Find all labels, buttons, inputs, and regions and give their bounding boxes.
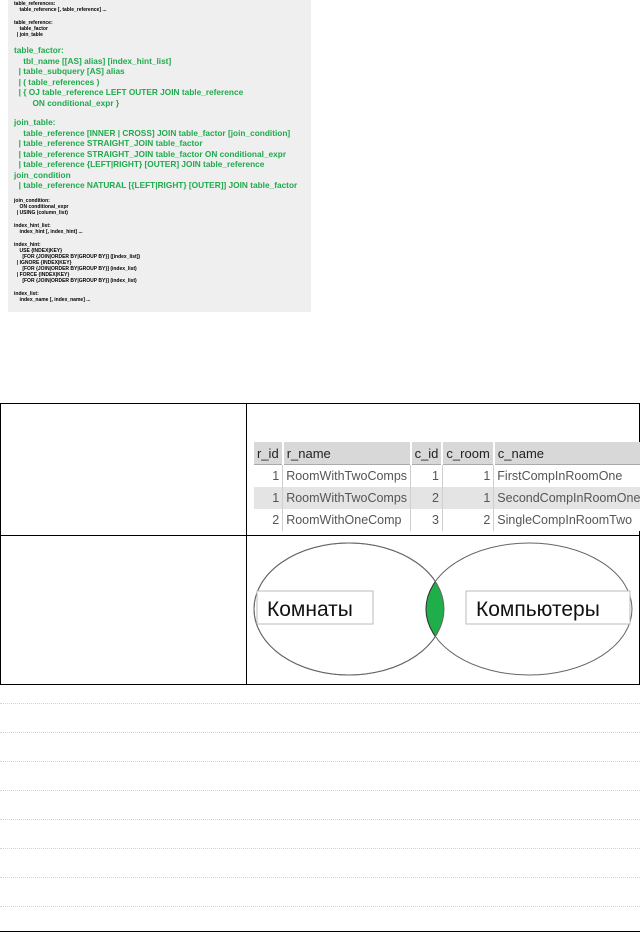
grammar-line: table_factor — [14, 26, 48, 32]
grammar-line: index_hint: — [14, 241, 41, 248]
grammar-line: [FOR {JOIN|ORDER BY|GROUP BY}] ([index_l… — [14, 253, 141, 260]
table-cell: 2 — [410, 487, 443, 509]
grammar-line: index_name [, index_name] ... — [14, 296, 91, 303]
table-row: 1 RoomWithTwoComps 2 1 SecondCompInRoomO… — [254, 487, 640, 509]
table-cell: 1 — [254, 464, 284, 487]
table-cell: SecondCompInRoomOne — [493, 487, 640, 509]
table-cell: 2 — [254, 509, 284, 531]
column-header: c_room — [442, 442, 495, 465]
table-cell: 3 — [410, 509, 443, 531]
grammar-line: | join_table — [14, 32, 43, 38]
grammar-line: | table_subquery [AS] alias — [14, 66, 125, 76]
grammar-line: | ( table_references ) — [14, 76, 100, 87]
grammar-line: index_hint_list: — [14, 222, 51, 229]
grammar-line: index_list: — [14, 290, 39, 297]
grammar-line: | table_reference STRAIGHT_JOIN table_fa… — [14, 148, 287, 159]
grammar-line: | USING (column_list) — [14, 209, 68, 216]
grammar-line — [14, 236, 311, 243]
table-cell: 2 — [442, 509, 495, 531]
venn-diagram: Комнаты Компьютеры — [253, 542, 633, 676]
grammar-line — [14, 14, 311, 21]
grammar-line: | table_reference STRAIGHT_JOIN table_fa… — [14, 138, 203, 148]
grammar-line: join_condition — [14, 169, 71, 180]
grammar-line: table_reference [INNER | CROSS] JOIN tab… — [14, 127, 291, 138]
grammar-line — [14, 109, 311, 118]
grammar-line: join_condition: — [14, 197, 50, 204]
grammar-line: | FORCE {INDEX|KEY} — [14, 271, 70, 278]
join-illustration-table: r_id r_name c_id c_room c_name 1 RoomWit… — [0, 402, 640, 685]
grammar-line: ON conditional_expr } — [14, 97, 120, 108]
ruled-line — [0, 819, 640, 820]
table-cell: RoomWithTwoComps — [282, 464, 412, 487]
column-header: c_name — [493, 442, 640, 465]
ruled-line — [0, 790, 640, 791]
grammar-line — [14, 285, 311, 292]
grammar-line: index_hint [, index_hint] ... — [14, 228, 83, 235]
page-bottom-rule — [0, 931, 640, 932]
grammar-line: ON conditional_expr — [14, 203, 69, 210]
grammar-line: [FOR {JOIN|ORDER BY|GROUP BY}] (index_li… — [14, 265, 137, 272]
grammar-line — [14, 192, 311, 199]
empty-cell-bottom — [0, 535, 247, 685]
ruled-line — [0, 848, 640, 849]
table-cell: 1 — [442, 464, 495, 487]
table-cell: RoomWithTwoComps — [282, 487, 412, 509]
venn-diagram-cell: Комнаты Компьютеры — [246, 535, 640, 685]
ruled-line — [0, 877, 640, 878]
ruled-line — [0, 761, 640, 762]
query-result-table: r_id r_name c_id c_room c_name 1 RoomWit… — [254, 442, 640, 531]
table-row: 1 RoomWithTwoComps 1 1 FirstCompInRoomOn… — [254, 464, 640, 487]
ruled-line — [0, 732, 640, 733]
rooms-label: Комнаты — [267, 598, 353, 621]
table-cell: 1 — [254, 487, 284, 509]
sql-join-grammar: table_references: table_reference [, tab… — [8, 0, 311, 312]
grammar-line — [14, 217, 311, 224]
ruled-line — [0, 906, 640, 907]
column-header: c_id — [410, 442, 444, 465]
column-header: r_id — [254, 442, 284, 465]
table-cell: 1 — [442, 487, 495, 509]
table-cell: RoomWithOneComp — [282, 509, 412, 531]
grammar-line: table_factor: — [14, 45, 64, 55]
grammar-line: | { OJ table_reference LEFT OUTER JOIN t… — [14, 87, 244, 97]
ruled-line — [0, 703, 640, 704]
table-cell: FirstCompInRoomOne — [493, 464, 640, 487]
computers-label: Компьютеры — [476, 598, 600, 621]
grammar-line: USE {INDEX|KEY} — [14, 247, 63, 254]
computers-label-box — [465, 590, 631, 625]
grammar-line: tbl_name [[AS] alias] [index_hint_list] — [14, 55, 172, 66]
grammar-line: | table_reference NATURAL [{LEFT|RIGHT} … — [14, 180, 298, 190]
query-result-cell: r_id r_name c_id c_room c_name 1 RoomWit… — [246, 402, 640, 537]
empty-cell-top — [0, 402, 247, 537]
grammar-line: [FOR {JOIN|ORDER BY|GROUP BY}] (index_li… — [14, 277, 137, 284]
table-cell: SingleCompInRoomTwo — [493, 509, 640, 531]
table-row: 2 RoomWithOneComp 3 2 SingleCompInRoomTw… — [254, 509, 640, 531]
grammar-line: table_reference: — [14, 20, 53, 26]
grammar-line: | table_reference {LEFT|RIGHT} [OUTER] J… — [14, 159, 265, 169]
grammar-line: | IGNORE {INDEX|KEY} — [14, 259, 72, 266]
column-header: r_name — [282, 442, 412, 465]
grammar-line: join_table: — [14, 117, 56, 127]
table-cell: 1 — [410, 464, 443, 487]
grammar-line: table_reference [, table_reference] ... — [14, 7, 107, 13]
grammar-line: table_references: — [14, 1, 56, 7]
rooms-label-box — [256, 590, 374, 625]
intersection-area — [425, 543, 444, 676]
